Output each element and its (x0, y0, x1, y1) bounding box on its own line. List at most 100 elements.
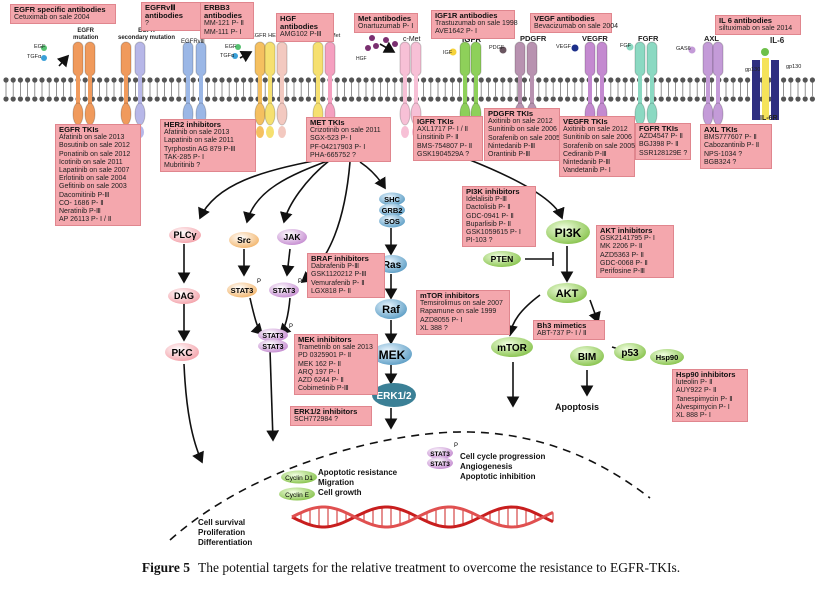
lipid-head (593, 96, 600, 102)
lipid-head (521, 96, 528, 102)
box-line: Ponatinib on sale 2012 (59, 150, 131, 158)
box-line: Rapamune on sale 1999 (420, 308, 497, 316)
cell-effect-1: Cell survival (198, 518, 246, 527)
lipid-head (644, 96, 650, 102)
lipid-head (781, 77, 787, 83)
box-line: AZD8055 P- Ⅰ (420, 316, 463, 324)
lipid-head (723, 77, 729, 83)
receptor-14-extracellular (470, 41, 482, 77)
box-line: GSK1120212 P-Ⅲ (311, 271, 367, 279)
box-line: Sunitinib on sale 2006 (563, 134, 632, 142)
receptor-19-extracellular (634, 41, 646, 77)
receptor-4-extracellular (182, 41, 194, 77)
lipid-head (622, 96, 628, 102)
lipid-head (730, 96, 736, 102)
stat3-nuclear-bottom-label: STAT3 (430, 461, 450, 468)
box-line: Afatinib on sale 2013 (59, 134, 125, 142)
box-line: luteolin P- Ⅱ (676, 379, 713, 387)
cyclin-e-label: Cyclin E (285, 492, 310, 499)
lipid-head (543, 96, 549, 102)
receptor-1-extracellular (84, 41, 96, 77)
receptor-1-transmembrane (88, 74, 92, 104)
lipid-head (262, 96, 268, 102)
receptor-1-kinase (84, 102, 96, 126)
cyclin-effect-1: Apoptotic resistance (318, 468, 398, 477)
lipid-head (176, 96, 182, 102)
box-line: Cobimetinib P-Ⅲ (298, 385, 349, 393)
stat3-dimer-top (258, 328, 288, 342)
box-line: Alvespimycin P- Ⅰ (676, 403, 730, 411)
hsp90-node (650, 349, 684, 365)
box-line: GDC-0068 P- Ⅱ (600, 259, 648, 267)
receptor-4-transmembrane (186, 74, 190, 104)
box-title: IGF1R antibodies (435, 11, 498, 20)
box-line: Tanespimycin P- Ⅱ (676, 395, 733, 403)
lipid-head (233, 77, 239, 83)
lipid-head (241, 77, 247, 83)
lipid-head (550, 96, 556, 102)
lipid-head (485, 77, 491, 83)
lipid-head (457, 77, 463, 83)
receptor-18-extracellular (596, 41, 608, 77)
box-line: Tyrphostin AG 879 P-Ⅲ (164, 145, 236, 153)
receptor-6-transmembrane (258, 74, 262, 104)
egf-label-2: EGF (225, 44, 237, 50)
lipid-head (284, 77, 290, 83)
receptor-17-extracellular (584, 41, 596, 77)
receptor-15-transmembrane (518, 74, 522, 104)
lipid-head (457, 96, 463, 102)
lipid-head (61, 77, 67, 83)
lipid-head (363, 77, 369, 83)
lipid-head (665, 96, 672, 102)
lipid-head (795, 77, 801, 83)
box-line: Vandetanib P- Ⅰ (563, 167, 611, 175)
il6-label: IL-6 (770, 36, 785, 45)
mek-label: MEK (379, 348, 406, 362)
lipid-head (46, 96, 52, 102)
lipid-head (97, 96, 103, 102)
lipid-head (10, 77, 16, 83)
receptor-22-extracellular (712, 41, 724, 77)
box-line: ? (145, 20, 149, 28)
lipid-head (709, 96, 715, 102)
lipid-head (550, 77, 556, 83)
box-line: Nintedanib P-Ⅲ (488, 142, 536, 150)
receptor-3-transmembrane (138, 74, 142, 104)
box-line: MK 2206 P- Ⅱ (600, 243, 643, 251)
lipid-head (478, 77, 484, 83)
box-line: SCH772984 ? (294, 416, 338, 424)
lipid-head (493, 96, 499, 102)
box-line: XL 388 ? (420, 324, 448, 332)
receptor-0-transmembrane (76, 74, 80, 104)
lipid-head (579, 96, 585, 102)
stat-effect-3: Apoptotic inhibition (460, 472, 536, 481)
il6r-bar (762, 58, 769, 120)
bim-node (570, 346, 604, 366)
lipid-head (730, 77, 736, 83)
pdgf-label: PDGF (489, 45, 505, 51)
box-line: Axitinib on sale 2012 (488, 118, 553, 126)
lipid-head (334, 96, 340, 102)
ligand-dot-3 (232, 53, 238, 59)
shc-node (379, 192, 405, 206)
box-title: mTOR inhibitors (420, 291, 480, 300)
box-title: AKT inhibitors (600, 226, 653, 235)
receptor-15-extracellular (514, 41, 526, 77)
box-line: TAK-285 P- Ⅰ (164, 153, 205, 161)
ras-label: Ras (383, 260, 402, 271)
box-line: MM-121 P- Ⅱ (204, 20, 245, 28)
box-line: AP 26113 P- Ⅰ / Ⅱ (59, 216, 112, 224)
jak-label: JAK (283, 232, 301, 242)
ligand-dot-7 (383, 37, 389, 43)
box-line: Onartuzumab P- Ⅰ (358, 23, 414, 31)
phospho-p-4: P (454, 443, 458, 449)
box-line: AVE1642 P- Ⅰ (435, 28, 478, 36)
lipid-head (680, 96, 686, 102)
box-line: NPS-1034 ? (704, 150, 743, 158)
lipid-head (291, 96, 297, 102)
